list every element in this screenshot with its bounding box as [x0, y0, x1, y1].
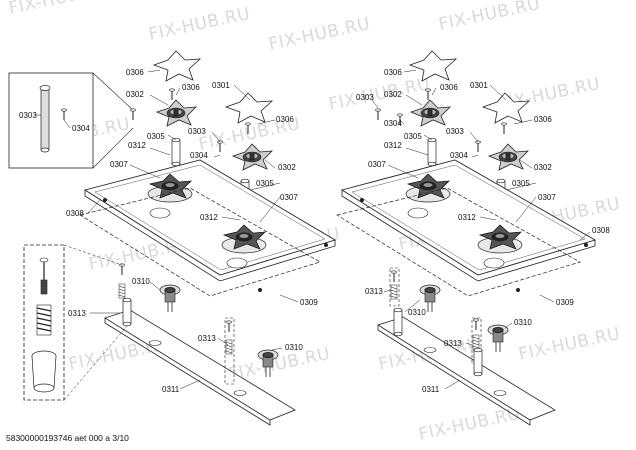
screw-icon [119, 263, 125, 276]
burner-cap-icon [225, 92, 273, 124]
part-label: 0313 [365, 287, 383, 296]
part-label: 0303 [188, 127, 206, 136]
part-label: 0305 [147, 132, 165, 141]
spring-icon [390, 284, 398, 300]
burner-cap-icon [153, 50, 201, 82]
igniter-icon [130, 108, 136, 121]
part-label: 0313 [444, 339, 462, 348]
burner-base-icon [156, 99, 197, 127]
mounting-rail [104, 309, 296, 421]
part-label: 0304 [190, 151, 208, 160]
gas-valve-icon [159, 284, 181, 313]
part-label: 0304 [450, 151, 468, 160]
part-label: 0303 [19, 111, 37, 120]
watermark-text: FIX-HUB.RU [517, 324, 622, 365]
spring-icon [225, 339, 233, 355]
part-label: 0302 [384, 90, 402, 99]
burner-base-icon [232, 143, 273, 171]
part-label: 0302 [534, 163, 552, 172]
part-label: 0312 [200, 213, 218, 222]
left-assembly: 0306 0301 0302 0306 0306 0303 0304 0302 … [8, 50, 337, 426]
part-label: 0310 [408, 308, 426, 317]
part-label: 0306 [182, 83, 200, 92]
spacer-tube-icon [427, 137, 437, 167]
part-label: 0312 [384, 141, 402, 150]
part-label: 0305 [404, 132, 422, 141]
part-labels: 0306 0301 0302 0306 0306 0303 0304 0302 … [19, 68, 318, 394]
inset-spring [36, 304, 52, 336]
part-label: 0313 [68, 309, 86, 318]
watermark-text: FIX-HUB.RU [437, 0, 542, 35]
document-footer: 58300000193746 aet 000 a 3/10 [6, 433, 129, 443]
part-label: 0310 [132, 277, 150, 286]
part-label: 0312 [128, 141, 146, 150]
spacer-tube-icon [122, 297, 132, 327]
gas-valve-icon [487, 324, 509, 353]
part-label: 0302 [126, 90, 144, 99]
part-label: 0301 [212, 81, 230, 90]
screw-icon [169, 88, 175, 101]
screw-icon [501, 122, 507, 135]
screw-icon [226, 320, 232, 333]
igniter-icon [475, 140, 481, 153]
part-label: 0309 [300, 298, 318, 307]
spacer-tube-icon [473, 347, 483, 377]
part-label: 0307 [538, 193, 556, 202]
part-label: 0301 [470, 81, 488, 90]
detail-inset-box [8, 72, 94, 169]
inset-screw-assembly [39, 257, 49, 295]
spring-icon [472, 334, 480, 350]
part-label: 0312 [458, 213, 476, 222]
part-labels: 0306 0301 0302 0306 0306 0303 0304 0302 … [356, 68, 610, 394]
part-label: 0306 [440, 83, 458, 92]
part-label: 0302 [278, 163, 296, 172]
watermark-text: FIX-HUB.RU [267, 14, 372, 55]
part-label: 0304 [72, 124, 90, 133]
part-label: 0311 [422, 385, 440, 394]
part-label: 0307 [368, 160, 386, 169]
watermark-text: FIX-HUB.RU [147, 4, 252, 45]
part-label: 0310 [285, 343, 303, 352]
burner-base-icon [488, 143, 529, 171]
inset-sleeve [31, 350, 57, 393]
part-label: 0305 [512, 179, 530, 188]
part-label: 0308 [592, 226, 610, 235]
part-label: 0307 [110, 160, 128, 169]
part-label: 0306 [276, 115, 294, 124]
igniter-rod [39, 85, 51, 153]
spring-icon [118, 283, 126, 299]
spacer-tube-icon [393, 307, 403, 337]
screw-icon [391, 270, 397, 283]
screw-icon [473, 318, 479, 331]
gasket [79, 187, 321, 297]
part-label: 0306 [126, 68, 144, 77]
part-label: 0303 [446, 127, 464, 136]
part-label: 0306 [384, 68, 402, 77]
part-label: 0311 [162, 385, 180, 394]
part-label: 0313 [198, 334, 216, 343]
leader-lines [34, 69, 299, 390]
right-assembly: 0306 0301 0302 0306 0306 0303 0304 0302 … [336, 50, 610, 426]
part-label: 0308 [66, 209, 84, 218]
part-label: 0310 [514, 318, 532, 327]
igniter-icon [375, 108, 381, 121]
part-label: 0305 [256, 179, 274, 188]
part-label: 0304 [384, 119, 402, 128]
part-label: 0303 [356, 93, 374, 102]
part-label: 0307 [280, 193, 298, 202]
leader-lines [371, 69, 591, 390]
watermark-text: FIX-HUB.RU [7, 0, 112, 19]
burner-base-icon [410, 99, 451, 127]
gasket [336, 187, 581, 297]
part-label: 0306 [534, 115, 552, 124]
part-label: 0309 [556, 298, 574, 307]
spacer-tube-icon [171, 137, 181, 167]
